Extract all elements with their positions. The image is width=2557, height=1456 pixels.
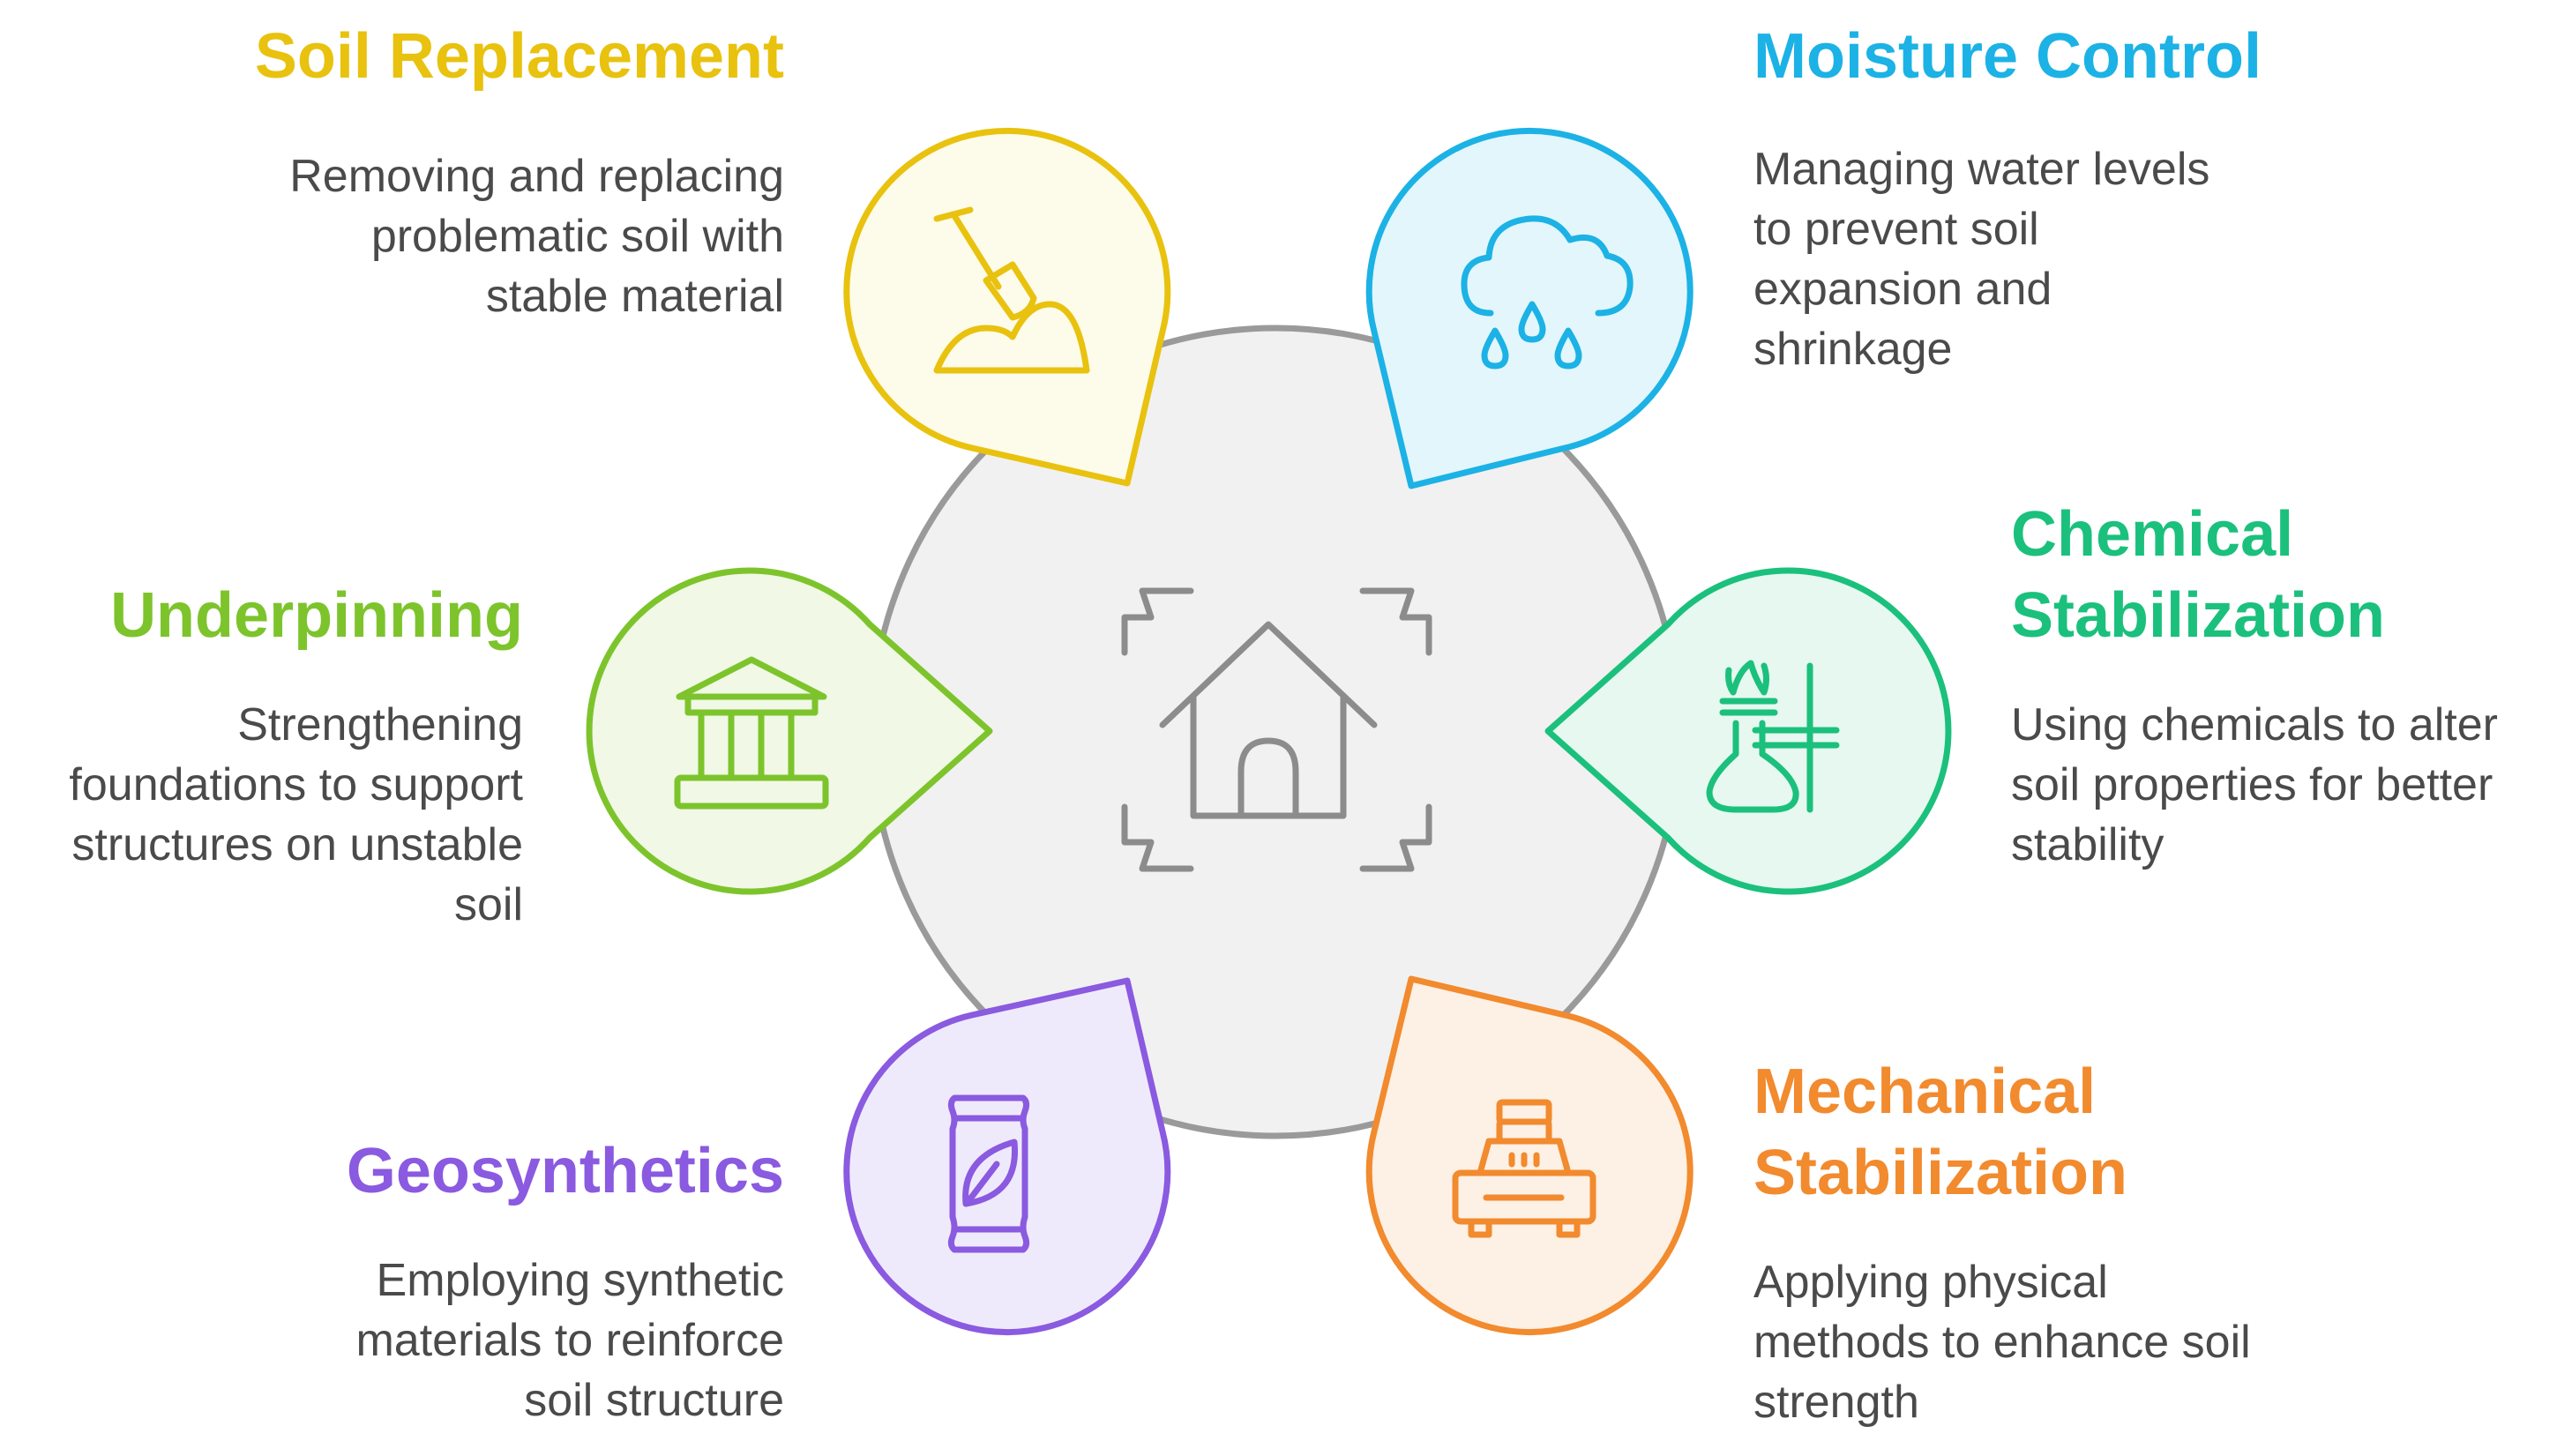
chemical-stabilization-pin: [1544, 567, 1952, 895]
soil-replacement-pin: [843, 127, 1171, 487]
title-line: Mechanical: [1753, 1057, 2097, 1127]
chemical-stabilization-label: Chemical Stabilization Using chemicals t…: [2011, 494, 2549, 875]
soil-replacement-title: Soil Replacement: [254, 21, 784, 92]
description-line: to prevent soil: [1753, 204, 2039, 255]
chemical-stabilization-title: Chemical Stabilization: [2011, 494, 2549, 656]
underpinning-pin: [586, 567, 993, 895]
description-line: soil: [453, 879, 523, 930]
description-line: problematic soil with: [370, 211, 784, 262]
description-line: strength: [1753, 1377, 1919, 1428]
description-line: Removing and replacing: [289, 151, 784, 202]
description-line: soil properties for better: [2011, 759, 2493, 810]
shovel-soil-icon: [933, 206, 1090, 374]
description-line: materials to reinforce: [355, 1315, 784, 1366]
moisture-control-label: Moisture Control Managing water levels t…: [1753, 16, 2530, 379]
soil-replacement-description: Removing and replacing problematic soil …: [0, 146, 784, 326]
description-line: stability: [2011, 819, 2164, 870]
description-line: methods to enhance soil: [1753, 1317, 2251, 1368]
description-line: Using chemicals to alter: [2011, 699, 2498, 750]
description-line: structures on unstable: [71, 819, 523, 870]
geosynthetics-description: Employing synthetic materials to reinfor…: [0, 1251, 784, 1430]
moisture-control-description: Managing water levels to prevent soil ex…: [1753, 139, 2530, 379]
description-line: shrinkage: [1753, 324, 1953, 375]
description-line: Employing synthetic: [376, 1255, 784, 1306]
geosynthetics-title: Geosynthetics: [346, 1136, 784, 1206]
rain-cloud-icon: [1461, 215, 1634, 370]
description-line: Strengthening: [237, 699, 523, 750]
underpinning-label: Underpinning Strengthening foundations t…: [0, 575, 523, 935]
underpinning-title: Underpinning: [110, 580, 523, 651]
mechanical-stabilization-label: Mechanical Stabilization Applying physic…: [1753, 1051, 2530, 1432]
description-line: Applying physical: [1753, 1257, 2108, 1308]
geosynthetics-label: Geosynthetics Employing synthetic materi…: [0, 1131, 784, 1430]
mechanical-stabilization-description: Applying physical methods to enhance soi…: [1753, 1252, 2530, 1432]
moisture-control-title: Moisture Control: [1753, 21, 2262, 92]
soil-replacement-label: Soil Replacement Removing and replacing …: [0, 16, 784, 326]
description-line: soil structure: [524, 1375, 784, 1426]
description-line: foundations to support: [69, 759, 523, 810]
leaf-bag-icon: [947, 1094, 1030, 1253]
title-line: Stabilization: [1753, 1138, 2128, 1208]
mechanical-stabilization-title: Mechanical Stabilization: [1753, 1051, 2530, 1213]
description-line: Managing water levels: [1753, 144, 2210, 195]
geosynthetics-pin: [843, 977, 1171, 1336]
underpinning-description: Strengthening foundations to support str…: [0, 695, 523, 935]
moisture-control-pin: [1365, 127, 1693, 489]
description-line: expansion and: [1753, 264, 2052, 315]
chemical-stabilization-description: Using chemicals to alter soil properties…: [2011, 695, 2549, 875]
description-line: stable material: [485, 271, 784, 322]
chemistry-flask-icon: [1706, 660, 1840, 813]
geosynthetics-pin-shape: [843, 977, 1171, 1336]
mechanical-stabilization-pin: [1365, 975, 1693, 1336]
title-line: Chemical: [2011, 499, 2294, 570]
house-frame-icon: [1121, 587, 1432, 872]
chemical-stabilization-pin-shape: [1544, 567, 1952, 895]
title-line: Stabilization: [2011, 580, 2386, 651]
pillar-building-icon: [674, 656, 829, 810]
mechanical-stabilization-pin-shape: [1365, 975, 1693, 1336]
compactor-machine-icon: [1452, 1099, 1596, 1238]
